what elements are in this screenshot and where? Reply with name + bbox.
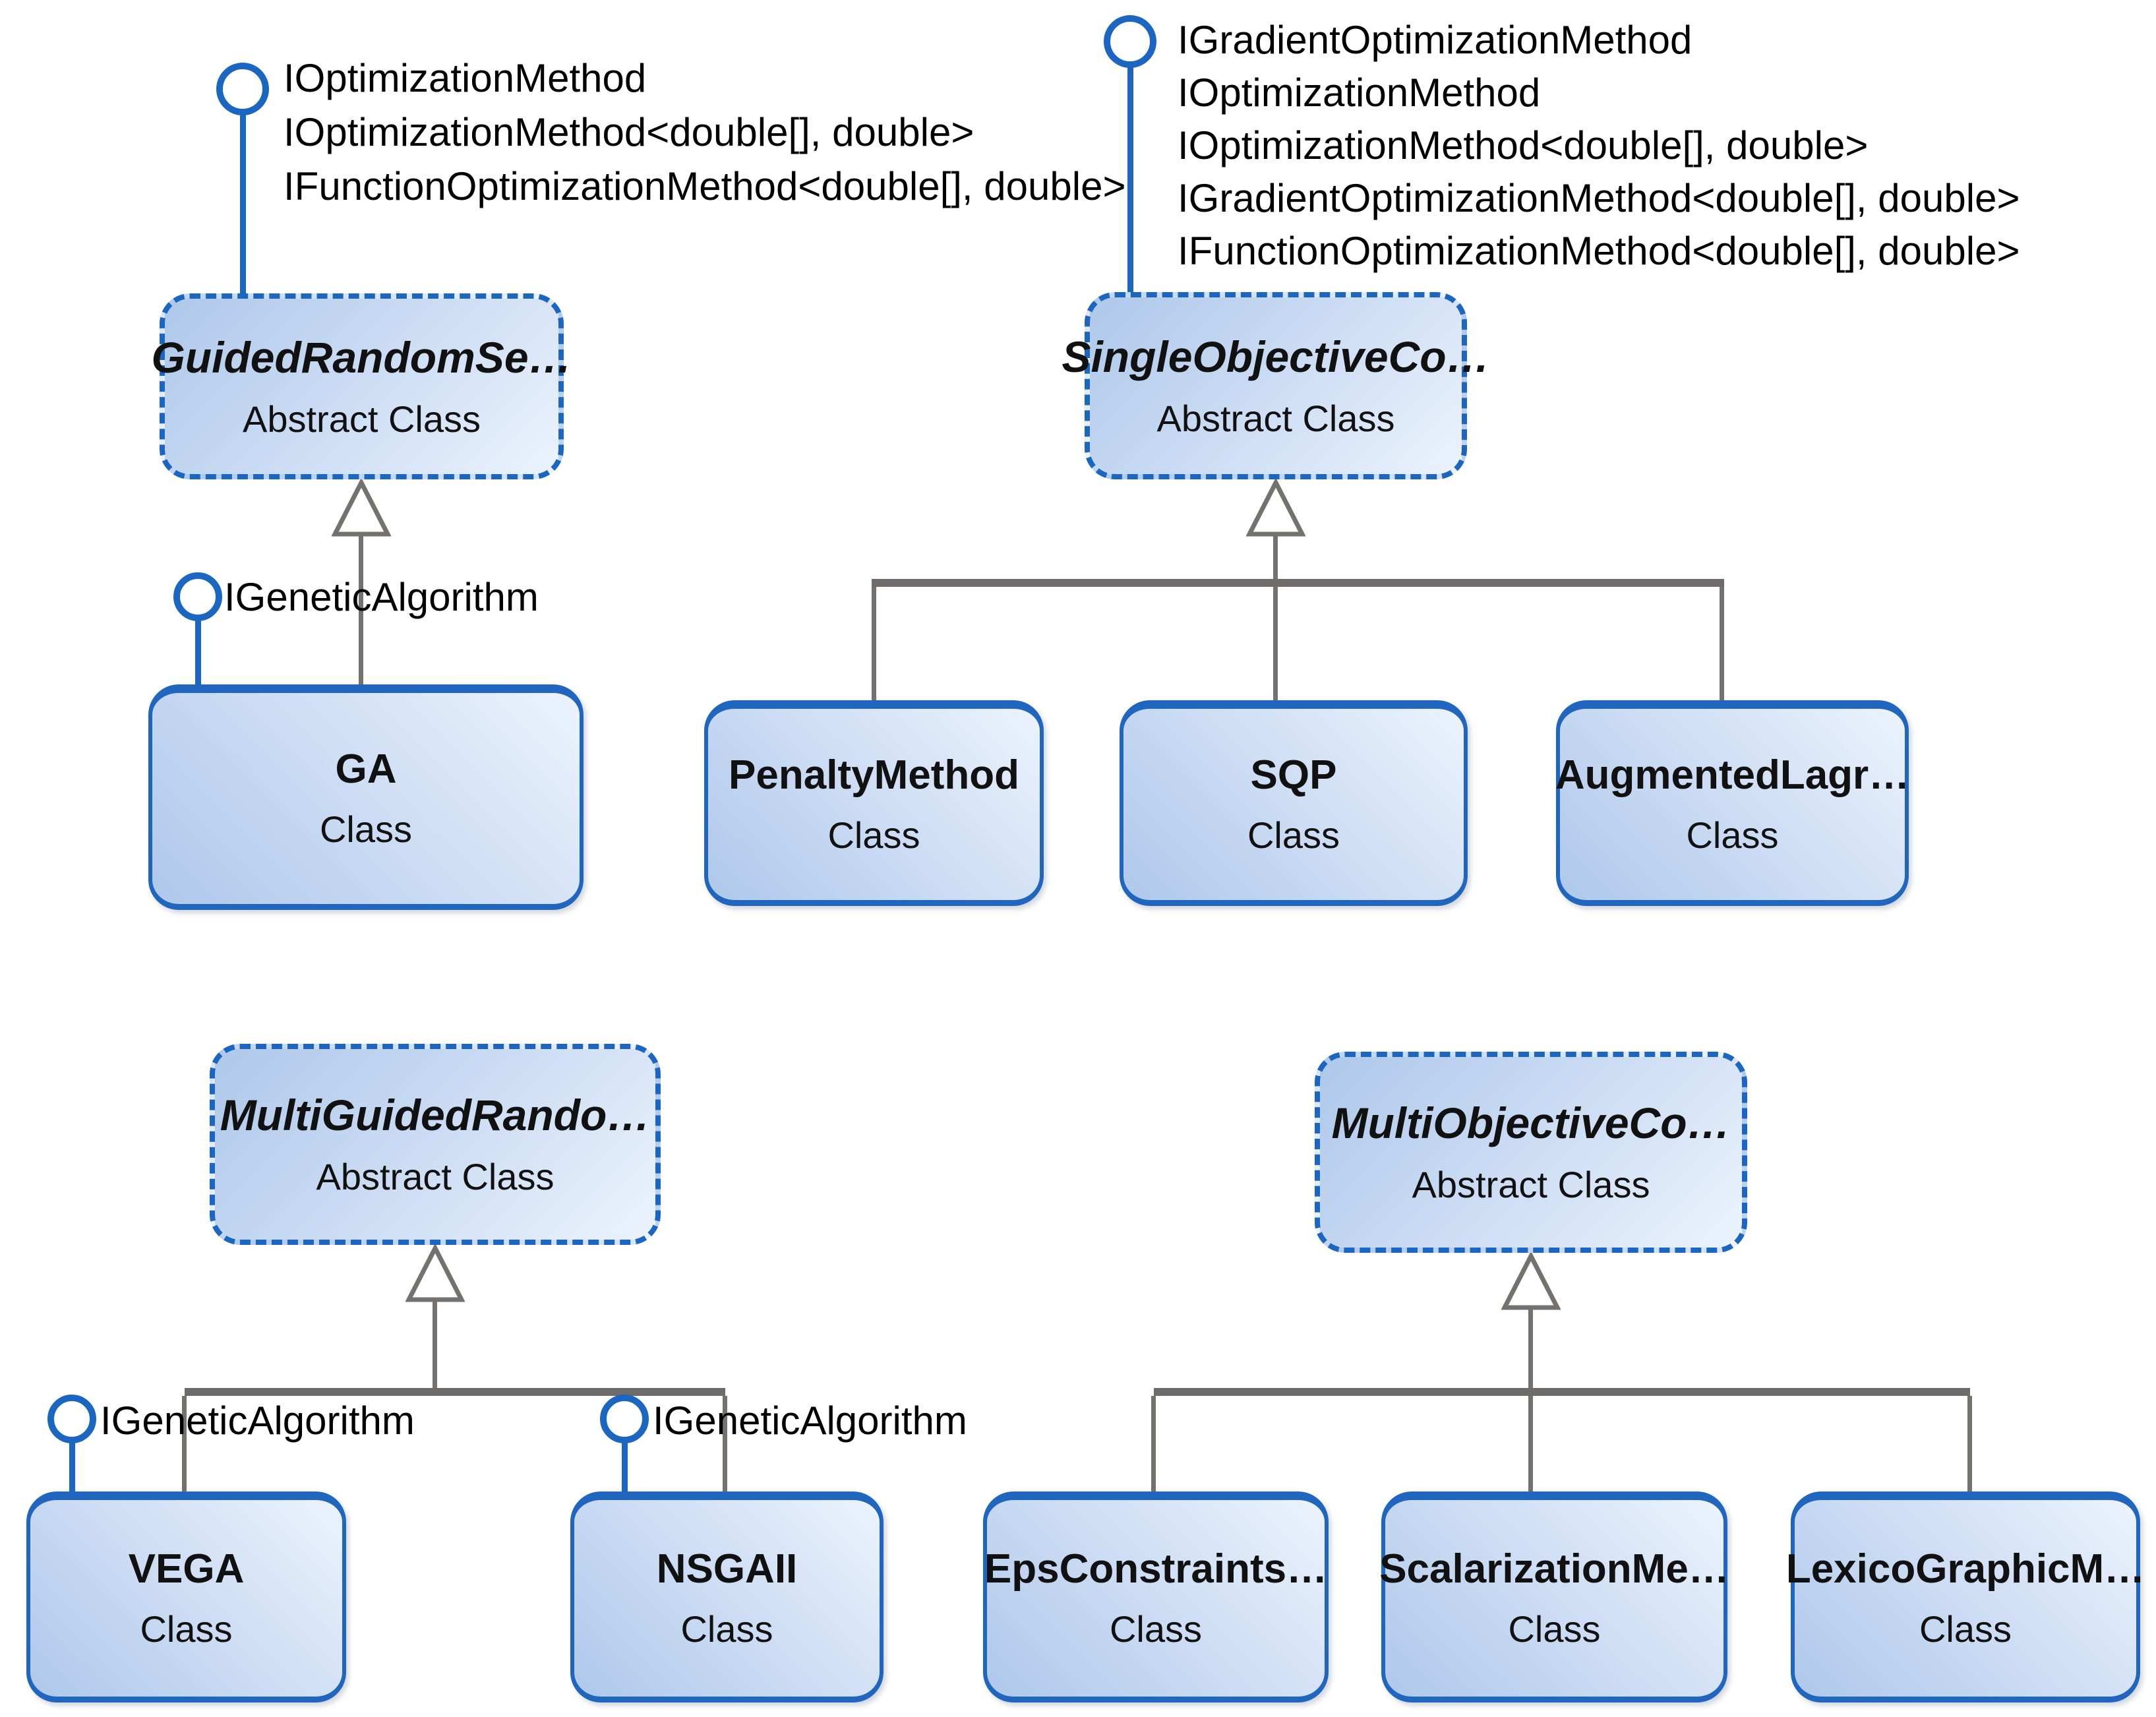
- interface-label: IOptimizationMethod: [1178, 71, 1541, 115]
- class-node-penalty-method[interactable]: PenaltyMethod Class: [704, 700, 1044, 906]
- node-subtitle: Class: [1247, 814, 1340, 857]
- abstract-class-node-multi-objective[interactable]: MultiObjectiveCo… Abstract Class: [1315, 1052, 1747, 1253]
- node-title: LexicoGraphicM…: [1785, 1546, 2145, 1592]
- node-title: GA: [335, 746, 397, 793]
- node-subtitle: Abstract Class: [243, 398, 481, 440]
- inheritance-connector: [359, 535, 363, 684]
- inheritance-connector: [1273, 536, 1278, 580]
- interface-label: IOptimizationMethod<double[], double>: [284, 110, 974, 154]
- class-node-ga[interactable]: GA Class: [148, 684, 584, 910]
- inheritance-branch-bar: [872, 579, 1724, 587]
- abstract-class-node-single-objective[interactable]: SingleObjectiveCo… Abstract Class: [1062, 292, 1490, 479]
- abstract-class-node-guided-random-search[interactable]: GuidedRandomSe… Abstract Class: [151, 293, 572, 479]
- node-title: PenaltyMethod: [729, 752, 1019, 798]
- node-title: VEGA: [128, 1546, 245, 1592]
- node-subtitle: Class: [319, 808, 413, 851]
- inheritance-connector: [1273, 587, 1278, 700]
- node-subtitle: Class: [680, 1608, 773, 1650]
- node-title: GuidedRandomSe…: [151, 332, 572, 382]
- class-node-nsgaii[interactable]: NSGAII Class: [570, 1491, 883, 1702]
- interface-label: IGradientOptimizationMethod: [1178, 18, 1692, 62]
- inheritance-branch-bar: [1154, 1388, 1970, 1396]
- interface-label: IGradientOptimizationMethod<double[], do…: [1178, 176, 2020, 220]
- inheritance-connector: [1967, 1396, 1972, 1491]
- node-title: EpsConstraints…: [984, 1546, 1328, 1592]
- inheritance-arrow-icon: [332, 479, 391, 537]
- class-node-sqp[interactable]: SQP Class: [1120, 700, 1468, 906]
- lollipop-stem: [622, 1441, 628, 1491]
- inheritance-arrow-icon: [405, 1245, 465, 1302]
- class-node-eps-constraints[interactable]: EpsConstraints… Class: [983, 1491, 1329, 1702]
- interface-lollipop-icon: [173, 572, 222, 621]
- node-title: SQP: [1250, 752, 1337, 798]
- interface-lollipop-icon: [1104, 15, 1156, 68]
- node-subtitle: Class: [1109, 1608, 1203, 1650]
- inheritance-arrow-icon: [1246, 479, 1305, 537]
- interface-label: IOptimizationMethod: [284, 56, 647, 100]
- node-subtitle: Abstract Class: [1412, 1164, 1650, 1205]
- node-title: SingleObjectiveCo…: [1062, 332, 1490, 381]
- interface-label: IGeneticAlgorithm: [100, 1399, 415, 1443]
- interface-lollipop-icon: [600, 1395, 649, 1443]
- lollipop-stem: [195, 619, 201, 684]
- abstract-class-node-multi-guided-random[interactable]: MultiGuidedRando… Abstract Class: [210, 1044, 661, 1245]
- node-subtitle: Class: [140, 1608, 233, 1650]
- inheritance-connector: [1528, 1396, 1533, 1491]
- interface-label: IFunctionOptimizationMethod<double[], do…: [284, 164, 1126, 208]
- inheritance-connector: [1720, 587, 1724, 700]
- class-node-scalarization-method[interactable]: ScalarizationMe… Class: [1379, 1491, 1729, 1702]
- inheritance-connector: [872, 587, 876, 700]
- interface-label: IFunctionOptimizationMethod<double[], do…: [1178, 229, 2020, 273]
- node-subtitle: Abstract Class: [1156, 397, 1395, 439]
- lollipop-stem: [240, 113, 246, 293]
- class-node-vega[interactable]: VEGA Class: [26, 1491, 346, 1702]
- node-subtitle: Class: [1686, 814, 1779, 857]
- node-title: MultiGuidedRando…: [220, 1091, 651, 1140]
- interface-label: IGeneticAlgorithm: [224, 575, 539, 619]
- node-title: ScalarizationMe…: [1379, 1546, 1729, 1592]
- class-node-augmented-lagrangian[interactable]: AugmentedLagr… Class: [1555, 700, 1910, 906]
- node-subtitle: Class: [827, 814, 920, 857]
- interface-label: IGeneticAlgorithm: [653, 1399, 967, 1443]
- node-subtitle: Class: [1919, 1608, 2012, 1650]
- interface-label: IOptimizationMethod<double[], double>: [1178, 123, 1869, 167]
- lollipop-stem: [1127, 65, 1133, 292]
- lollipop-stem: [69, 1441, 75, 1491]
- interface-lollipop-icon: [216, 63, 269, 115]
- node-title: AugmentedLagr…: [1555, 752, 1910, 798]
- class-node-lexicographic-method[interactable]: LexicoGraphicM… Class: [1786, 1491, 2145, 1702]
- inheritance-connector: [1151, 1396, 1156, 1491]
- inheritance-connector: [182, 1396, 187, 1491]
- inheritance-connector: [433, 1302, 437, 1388]
- node-subtitle: Abstract Class: [316, 1156, 554, 1197]
- inheritance-arrow-icon: [1501, 1253, 1561, 1310]
- inheritance-connector: [723, 1396, 727, 1491]
- inheritance-branch-bar: [185, 1388, 725, 1396]
- node-subtitle: Class: [1508, 1608, 1601, 1650]
- inheritance-connector: [1528, 1310, 1533, 1388]
- node-title: NSGAII: [656, 1546, 798, 1592]
- node-title: MultiObjectiveCo…: [1331, 1099, 1731, 1148]
- interface-lollipop-icon: [47, 1395, 96, 1443]
